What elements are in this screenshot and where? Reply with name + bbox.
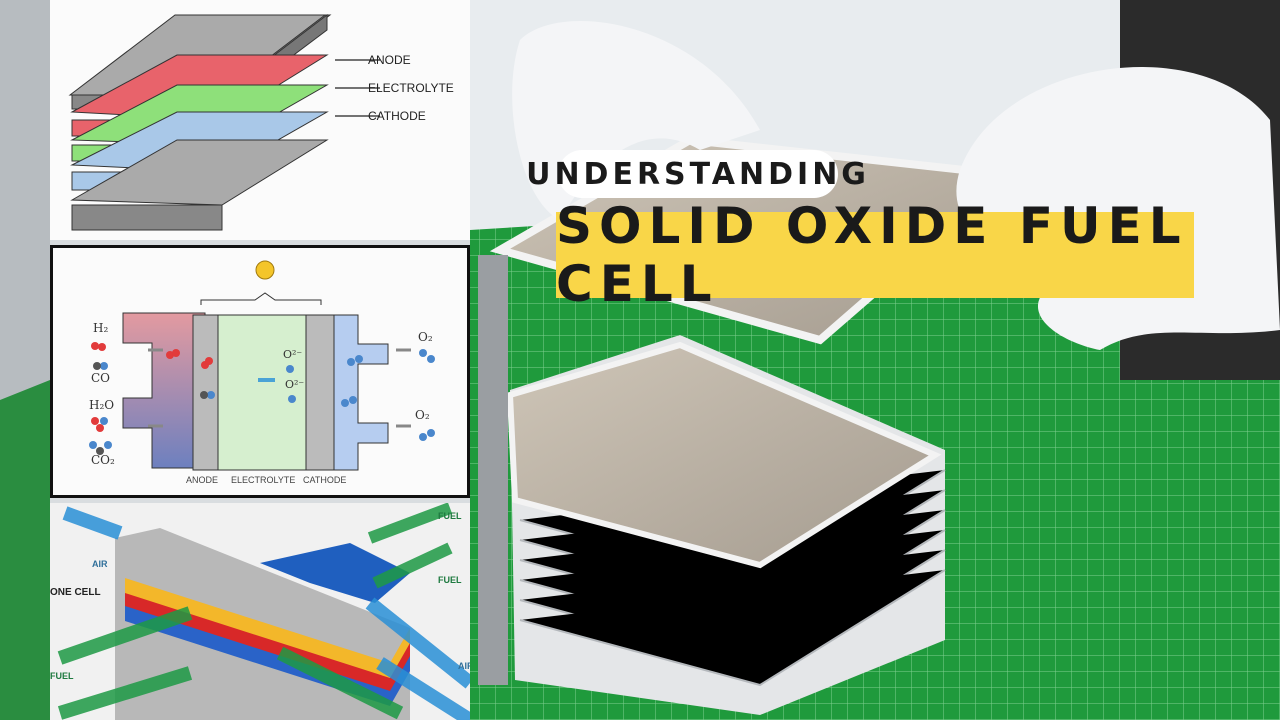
one-cell-label: ONE CELL bbox=[50, 587, 101, 598]
layer-stack-illustration bbox=[68, 13, 380, 231]
co2-label: CO₂ bbox=[91, 453, 115, 467]
stack-flow-panel: AIR AIR FUEL FUEL FUEL ONE CELL bbox=[50, 503, 470, 720]
fuel-label: FUEL bbox=[438, 511, 462, 521]
h2-label: H₂ bbox=[93, 321, 109, 335]
fuel-label: FUEL bbox=[438, 575, 462, 585]
fuel-label: FUEL bbox=[50, 671, 74, 681]
stack-flow-illustration bbox=[57, 503, 470, 720]
o2-in-label: O₂ bbox=[418, 330, 433, 344]
air-label: AIR bbox=[458, 661, 470, 671]
light-bulb-icon bbox=[255, 260, 275, 280]
electrolyte-label: ELECTROLYTE bbox=[231, 475, 296, 485]
o2-out-label: O₂ bbox=[415, 408, 430, 422]
h2o-label: H₂O bbox=[89, 398, 115, 412]
oxide-ion-label: O²⁻ bbox=[285, 378, 305, 391]
co-label: CO bbox=[91, 371, 111, 385]
cathode-label: CATHODE bbox=[303, 475, 347, 485]
glove-right bbox=[956, 67, 1280, 351]
cell-operation-panel: H₂ CO H₂O CO₂ O₂ O₂ O²⁻ O²⁻ ANODE ELECTR… bbox=[50, 245, 470, 498]
title-kicker: UNDERSTANDING bbox=[526, 150, 866, 198]
anode-label: ANODE bbox=[186, 475, 219, 485]
electrolyte-label: ELECTROLYTE bbox=[368, 81, 454, 95]
air-label: AIR bbox=[92, 559, 108, 569]
title-banner: SOLID OXIDE FUEL CELL bbox=[556, 197, 1194, 313]
layer-diagram-panel: ANODE ELECTROLYTE CATHODE bbox=[50, 0, 470, 240]
cathode-label: CATHODE bbox=[368, 109, 426, 123]
oxide-ion-label: O²⁻ bbox=[283, 348, 303, 361]
anode-label: ANODE bbox=[368, 53, 411, 67]
cell-operation-illustration bbox=[89, 260, 435, 471]
